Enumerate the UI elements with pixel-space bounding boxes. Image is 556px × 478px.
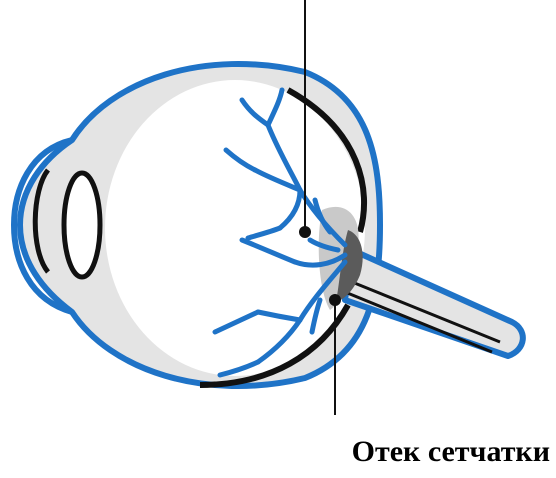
pointer-dot-bottom <box>329 294 341 306</box>
caption: Отек сетчатки <box>352 435 550 469</box>
pointer-dot-top <box>299 226 311 238</box>
lens <box>64 173 100 277</box>
